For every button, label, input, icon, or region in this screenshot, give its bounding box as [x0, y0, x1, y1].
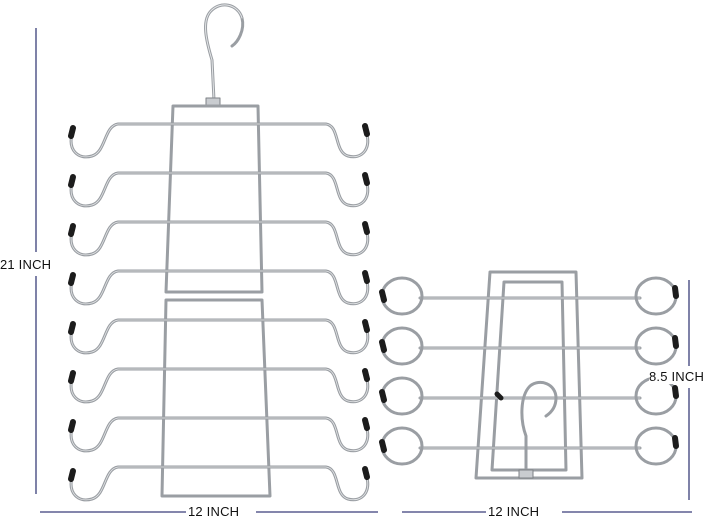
- left-height-label: 21 INCH: [0, 257, 52, 272]
- dimension-lines: [35, 28, 692, 513]
- left-tier: [68, 171, 370, 208]
- right-tier: [379, 426, 679, 466]
- right-hanger: [379, 270, 679, 480]
- left-tier: [68, 416, 370, 453]
- right-hook: [494, 381, 558, 479]
- right-tiers: [379, 276, 679, 466]
- right-height-label: 8.5 INCH: [649, 369, 705, 384]
- left-tier: [68, 318, 370, 355]
- left-tier: [68, 367, 370, 404]
- right-tier: [379, 276, 679, 316]
- left-tier: [68, 465, 370, 502]
- left-hanger: [68, 3, 370, 502]
- left-tier: [68, 220, 370, 257]
- right-tier: [379, 326, 679, 366]
- left-width-label: 12 INCH: [188, 504, 240, 519]
- left-frame: [160, 104, 272, 498]
- left-tier: [68, 269, 370, 306]
- right-width-label: 12 INCH: [488, 504, 540, 519]
- right-frame: [474, 270, 584, 480]
- left-hook: [204, 3, 245, 107]
- left-tier: [68, 122, 370, 159]
- right-tier: [379, 376, 679, 416]
- left-tiers: [68, 122, 370, 502]
